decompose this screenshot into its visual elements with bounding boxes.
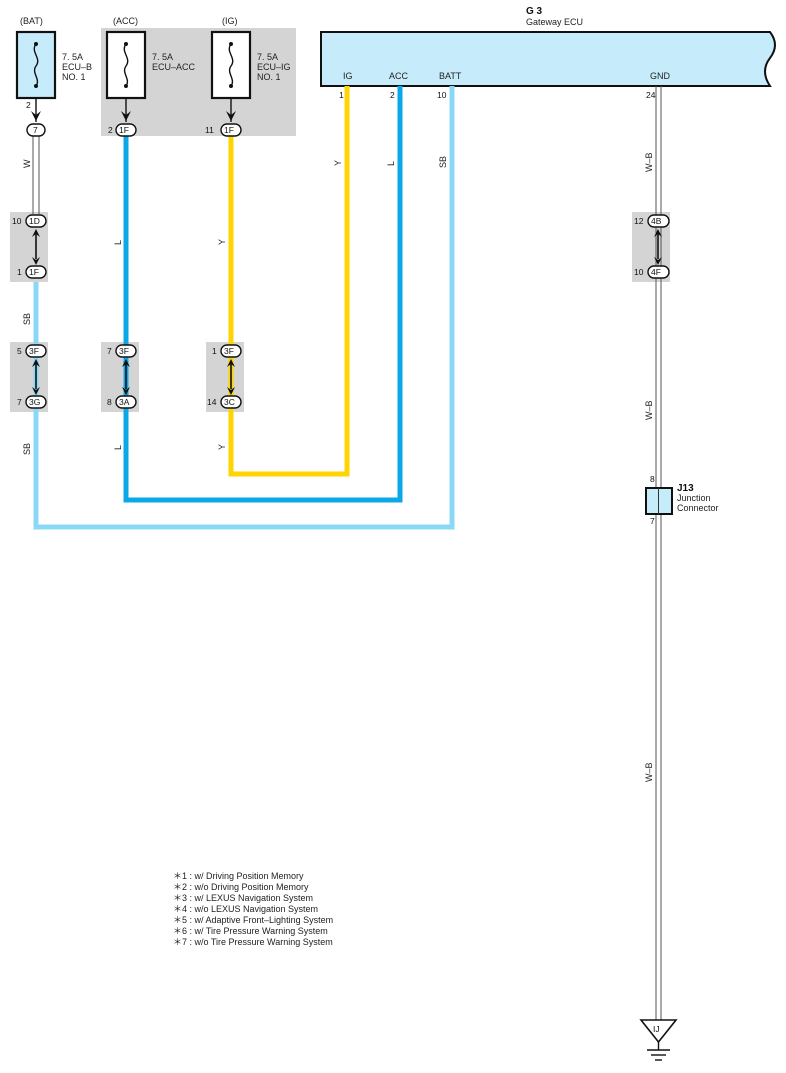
wire-label-y: Y: [217, 444, 227, 450]
svg-text:11: 11: [205, 125, 214, 135]
junction-name: Junction: [677, 493, 711, 503]
fuse-symbol-icon: [33, 43, 39, 87]
note-item: ＊7 : w/o Tire Pressure Warning System: [173, 937, 333, 947]
fuse-source-ig: (IG): [222, 16, 238, 26]
wire-label-y: Y: [217, 239, 227, 245]
fuse-rating: 7. 5A: [152, 52, 173, 62]
svg-text:7: 7: [33, 125, 38, 135]
junction-name-2: Connector: [677, 503, 719, 513]
svg-text:7: 7: [17, 397, 22, 407]
svg-text:7: 7: [650, 516, 655, 526]
wire-y: [228, 86, 350, 477]
svg-text:8: 8: [107, 397, 112, 407]
wire-label-l: L: [386, 161, 396, 166]
svg-text:8: 8: [650, 474, 655, 484]
ecu-pin-gnd: 24: [646, 90, 656, 100]
svg-text:3A: 3A: [119, 397, 130, 407]
note-item: ＊6 : w/ Tire Pressure Warning System: [173, 926, 328, 936]
svg-text:4F: 4F: [651, 267, 661, 277]
arrow-down-icon: [121, 111, 131, 121]
fuse-name: ECU–IG: [257, 62, 291, 72]
gateway-ecu-box: [320, 31, 776, 87]
fuse-source-acc: (ACC): [113, 16, 138, 26]
fuse-symbol-icon: [123, 43, 129, 87]
svg-text:5: 5: [17, 346, 22, 356]
ecu-pin-batt: 10: [437, 90, 447, 100]
svg-text:1D: 1D: [29, 216, 40, 226]
svg-text:2: 2: [108, 125, 113, 135]
fuse-name: ECU–B: [62, 62, 92, 72]
svg-text:3F: 3F: [119, 346, 129, 356]
ecu-code: G 3: [526, 6, 543, 17]
connector-bat-junction-2: 5 3F 7 3G: [17, 344, 47, 409]
connector-acc-junction: 7 3F 8 3A: [107, 344, 137, 409]
connector-ig-top: 11 1F: [205, 123, 242, 137]
svg-text:7: 7: [107, 346, 112, 356]
svg-text:14: 14: [207, 397, 217, 407]
wire-label-w: W: [22, 159, 32, 168]
wire-label-sb: SB: [22, 443, 32, 455]
fuse-rating: 7. 5A: [62, 52, 83, 62]
fuse-name: ECU–ACC: [152, 62, 196, 72]
svg-text:1: 1: [17, 267, 22, 277]
svg-text:1: 1: [212, 346, 217, 356]
connector-acc-top: 2 1F: [108, 123, 137, 137]
ground-point: IJ: [639, 1019, 678, 1061]
notes-list: ＊1 : w/ Driving Position Memory ＊2 : w/o…: [173, 871, 333, 947]
wire-label-l: L: [113, 445, 123, 450]
wire-sb: [33, 86, 455, 530]
note-item: ＊5 : w/ Adaptive Front–Lighting System: [173, 915, 333, 925]
fuse-ecu-b-no1: (BAT) 7. 5A ECU–B NO. 1: [15, 16, 92, 100]
wire-label-sb: SB: [22, 313, 32, 325]
ecu-terminal-ig: IG: [343, 71, 353, 81]
svg-text:3F: 3F: [29, 346, 39, 356]
arrow-down-icon: [31, 111, 41, 121]
svg-text:3C: 3C: [224, 397, 235, 407]
wire-label-l: L: [113, 240, 123, 245]
svg-text:10: 10: [12, 216, 22, 226]
connector-ig-junction: 1 3F 14 3C: [207, 344, 242, 409]
connector-gnd-junction: 12 4B 10 4F: [634, 214, 670, 279]
wire-label-y: Y: [333, 160, 343, 166]
fuse-name-2: NO. 1: [62, 72, 86, 82]
svg-text:3G: 3G: [29, 397, 40, 407]
junction-connector-j13: 8 7 J13 Junction Connector: [645, 474, 719, 526]
fuse-symbol-icon: [228, 43, 234, 87]
ecu-terminal-batt: BATT: [439, 71, 462, 81]
ecu-terminal-gnd: GND: [650, 71, 671, 81]
wire-label-sb: SB: [438, 156, 448, 168]
arrow-down-icon: [226, 111, 236, 121]
note-item: ＊3 : w/ LEXUS Navigation System: [173, 893, 313, 903]
fuse-rating: 7. 5A: [257, 52, 278, 62]
fuse-source-bat: (BAT): [20, 16, 43, 26]
connector-bat-top: 2 7: [26, 100, 46, 137]
wire-label-wb: W–B: [644, 152, 654, 172]
svg-text:4B: 4B: [651, 216, 662, 226]
wire-label-wb: W–B: [644, 400, 654, 420]
ecu-pin-ig: 1: [339, 90, 344, 100]
wire-l: [123, 86, 403, 503]
svg-text:2: 2: [26, 100, 31, 110]
svg-text:10: 10: [634, 267, 644, 277]
ecu-pin-acc: 2: [390, 90, 395, 100]
note-item: ＊2 : w/o Driving Position Memory: [173, 882, 309, 892]
ground-label: IJ: [653, 1024, 660, 1034]
ecu-terminal-acc: ACC: [389, 71, 409, 81]
wire-wb: [655, 86, 662, 1020]
fuse-ecu-ig-no1: (IG) 7. 5A ECU–IG NO. 1: [210, 16, 291, 100]
wire-w: [32, 136, 40, 214]
note-item: ＊1 : w/ Driving Position Memory: [173, 871, 304, 881]
svg-text:1F: 1F: [29, 267, 39, 277]
svg-text:3F: 3F: [224, 346, 234, 356]
svg-text:12: 12: [634, 216, 644, 226]
fuse-name-2: NO. 1: [257, 72, 281, 82]
svg-text:1F: 1F: [224, 125, 234, 135]
junction-code: J13: [677, 483, 694, 494]
note-item: ＊4 : w/o LEXUS Navigation System: [173, 904, 318, 914]
wire-label-wb: W–B: [644, 762, 654, 782]
connector-bat-junction-1: 10 1D 1 1F: [12, 214, 47, 279]
ecu-name: Gateway ECU: [526, 17, 583, 27]
svg-text:1F: 1F: [119, 125, 129, 135]
